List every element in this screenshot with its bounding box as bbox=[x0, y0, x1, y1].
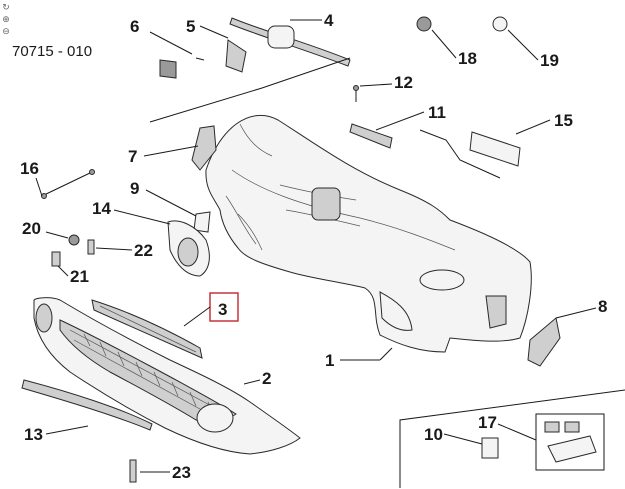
callout-8[interactable]: 8 bbox=[598, 297, 607, 316]
callouts: 1 2 3 4 5 6 7 8 9 10 11 12 13 14 15 16 bbox=[20, 11, 607, 482]
callout-20[interactable]: 20 bbox=[22, 219, 41, 238]
guide-line-mid bbox=[419, 129, 501, 179]
callout-19[interactable]: 19 bbox=[540, 51, 559, 70]
lower-grille-part-2[interactable] bbox=[33, 297, 301, 455]
callout-2[interactable]: 2 bbox=[262, 369, 271, 388]
callout-11[interactable]: 11 bbox=[428, 103, 446, 122]
zoom-in-icon[interactable]: ⊕ bbox=[2, 14, 10, 24]
cable-part-16[interactable] bbox=[41, 169, 95, 199]
callout-12[interactable]: 12 bbox=[394, 73, 413, 92]
strip-part-11[interactable] bbox=[349, 123, 393, 149]
left-side-grille-part-7[interactable] bbox=[191, 125, 217, 171]
screw-part-21[interactable] bbox=[51, 251, 61, 267]
callout-16[interactable]: 16 bbox=[20, 159, 39, 178]
lower-strip-part-13[interactable] bbox=[21, 379, 153, 431]
grille-strip-part-3[interactable] bbox=[91, 299, 203, 359]
callout-6[interactable]: 6 bbox=[130, 17, 139, 36]
callout-7[interactable]: 7 bbox=[128, 147, 137, 166]
callout-3[interactable]: 3 bbox=[218, 300, 227, 319]
screw-part-23[interactable] bbox=[129, 459, 137, 483]
clip-part-6[interactable] bbox=[159, 57, 205, 79]
viewer-toolbar: ↻ ⊕ ⊖ bbox=[1, 2, 13, 38]
callout-13[interactable]: 13 bbox=[24, 425, 43, 444]
inset-frame bbox=[399, 389, 625, 488]
callout-10[interactable]: 10 bbox=[424, 425, 443, 444]
zoom-out-icon[interactable]: ⊖ bbox=[2, 26, 10, 36]
callout-15[interactable]: 15 bbox=[554, 111, 573, 130]
callout-22[interactable]: 22 bbox=[134, 241, 153, 260]
callout-17[interactable]: 17 bbox=[478, 413, 497, 432]
kit-part-17[interactable] bbox=[535, 413, 605, 471]
guide-line-upper bbox=[149, 57, 351, 123]
bracket-part-9[interactable] bbox=[193, 211, 211, 233]
rotate-icon[interactable]: ↻ bbox=[2, 2, 10, 12]
callout-4[interactable]: 4 bbox=[324, 11, 334, 30]
clip-part-18[interactable] bbox=[416, 16, 432, 32]
plug-part-19[interactable] bbox=[492, 16, 508, 32]
callout-23[interactable]: 23 bbox=[172, 463, 191, 482]
foglamp-frame-part-14[interactable] bbox=[167, 220, 210, 277]
pin-part-12[interactable] bbox=[353, 85, 359, 103]
right-side-grille-part-8[interactable] bbox=[527, 317, 561, 367]
callout-14[interactable]: 14 bbox=[92, 199, 111, 218]
reference-code: 70715 - 010 bbox=[12, 43, 92, 60]
cap-part-20[interactable] bbox=[68, 234, 80, 246]
callout-21[interactable]: 21 bbox=[70, 267, 89, 286]
emblem-bar-part-4[interactable] bbox=[229, 17, 351, 67]
callout-1[interactable]: 1 bbox=[325, 351, 334, 370]
callout-9[interactable]: 9 bbox=[130, 179, 139, 198]
callout-5[interactable]: 5 bbox=[186, 17, 195, 36]
callout-18[interactable]: 18 bbox=[458, 49, 477, 68]
clip-part-22[interactable] bbox=[87, 239, 95, 255]
block-part-15[interactable] bbox=[469, 131, 521, 167]
badge-part-5[interactable] bbox=[225, 39, 247, 73]
front-bumper-part-1[interactable] bbox=[205, 114, 532, 353]
pin-part-10[interactable] bbox=[481, 437, 499, 459]
